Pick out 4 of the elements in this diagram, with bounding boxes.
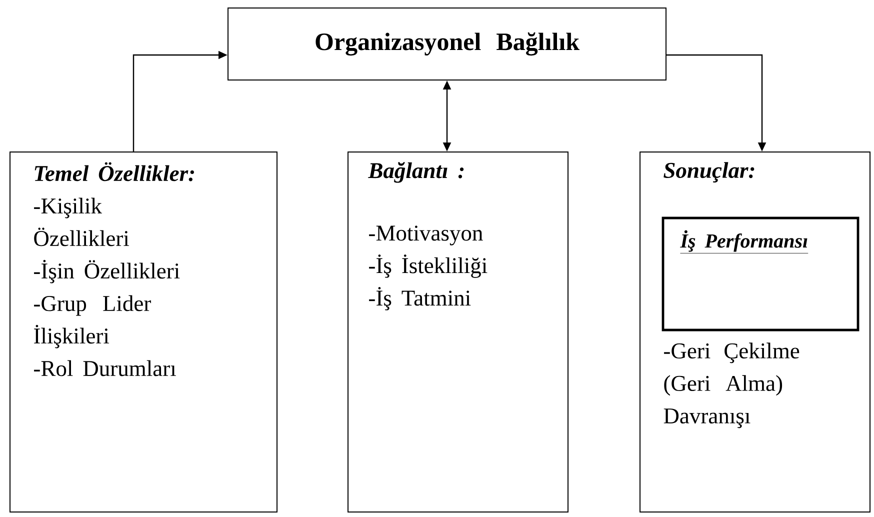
text-box: Bağlantı : -Motivasyon -İş İstekliliği -İş Tatmini (348, 152, 568, 512)
text-box: İş Performansı (662, 216, 860, 332)
text-box: Temel Özellikler: -Kişilik Özellikleri -İşin Özellikleri -Grup Lider İlişkileri -Rol Durumları (10, 152, 278, 512)
title-box: Organizasyonel Bağlılık (228, 8, 666, 80)
